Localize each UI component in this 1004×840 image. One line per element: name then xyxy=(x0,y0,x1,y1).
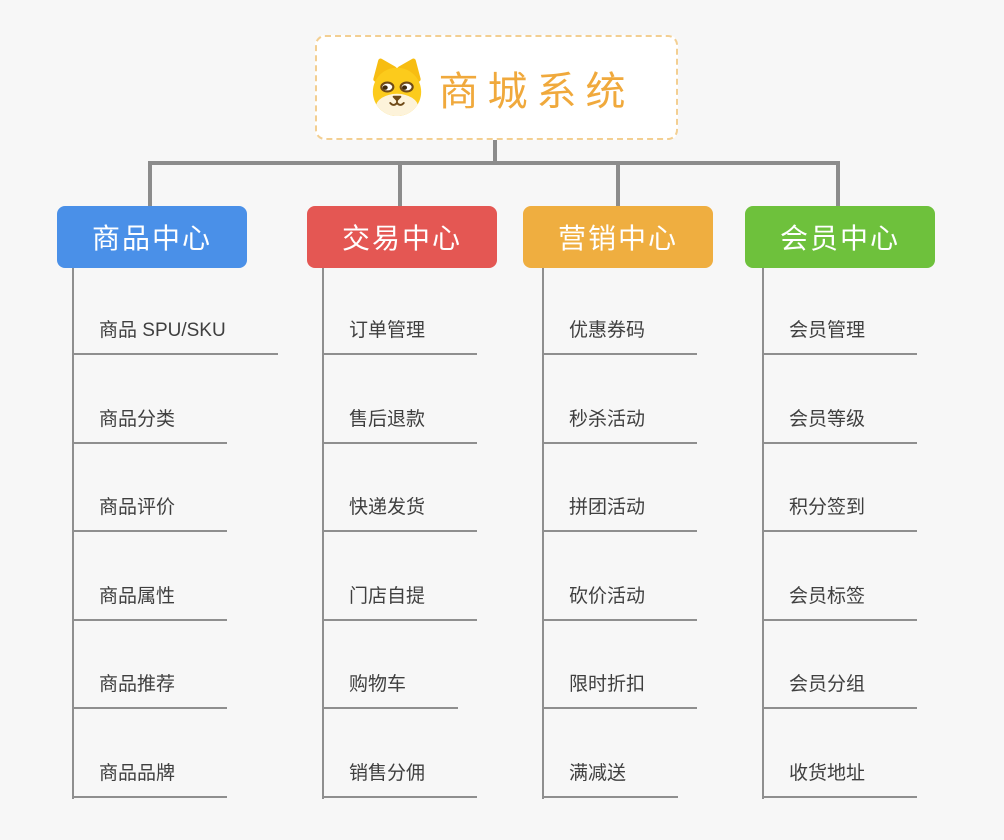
root-title: 商城系统 xyxy=(438,69,635,114)
connector-spine-marketing xyxy=(542,268,544,799)
leaf-node[interactable]: 商品分类 xyxy=(72,406,228,444)
leaf-node[interactable]: 商品属性 xyxy=(72,583,228,621)
leaf-node[interactable]: 收货地址 xyxy=(762,760,918,798)
leaf-node[interactable]: 会员管理 xyxy=(762,317,918,355)
leaf-node[interactable]: 秒杀活动 xyxy=(542,406,698,444)
branch-node-member[interactable]: 会员中心 xyxy=(745,206,935,268)
root-node[interactable]: 商城系统 xyxy=(315,35,678,140)
leaf-node[interactable]: 拼团活动 xyxy=(542,494,698,532)
leaf-node[interactable]: 商品评价 xyxy=(72,494,228,532)
leaf-node[interactable]: 积分签到 xyxy=(762,494,918,532)
connector-drop-member xyxy=(836,161,840,208)
branch-node-marketing[interactable]: 营销中心 xyxy=(523,206,713,268)
connector-spine-product xyxy=(72,268,74,799)
leaf-node[interactable]: 销售分佣 xyxy=(322,760,478,798)
leaf-node[interactable]: 门店自提 xyxy=(322,583,478,621)
leaf-node[interactable]: 商品推荐 xyxy=(72,671,228,709)
dog-face-icon xyxy=(372,58,421,116)
leaf-node[interactable]: 限时折扣 xyxy=(542,671,698,709)
leaf-node[interactable]: 会员标签 xyxy=(762,583,918,621)
leaf-node[interactable]: 砍价活动 xyxy=(542,583,698,621)
leaf-node[interactable]: 满减送 xyxy=(542,760,679,798)
leaf-node[interactable]: 商品 SPU/SKU xyxy=(72,317,278,355)
leaf-node[interactable]: 商品品牌 xyxy=(72,760,228,798)
leaf-node[interactable]: 会员分组 xyxy=(762,671,918,709)
leaf-node[interactable]: 优惠券码 xyxy=(542,317,698,355)
leaf-node[interactable]: 订单管理 xyxy=(322,317,478,355)
branch-node-product[interactable]: 商品中心 xyxy=(57,206,247,268)
connector-spine-member xyxy=(762,268,764,799)
leaf-node[interactable]: 会员等级 xyxy=(762,406,918,444)
connector-drop-trade xyxy=(398,161,402,208)
leaf-node[interactable]: 快递发货 xyxy=(322,494,478,532)
leaf-node[interactable]: 购物车 xyxy=(322,671,459,709)
leaf-node[interactable]: 售后退款 xyxy=(322,406,478,444)
branch-node-trade[interactable]: 交易中心 xyxy=(307,206,497,268)
connector-bus xyxy=(148,161,840,165)
connector-root-stem xyxy=(493,138,497,164)
connector-drop-marketing xyxy=(616,161,620,208)
connector-drop-product xyxy=(148,161,152,208)
connector-spine-trade xyxy=(322,268,324,799)
